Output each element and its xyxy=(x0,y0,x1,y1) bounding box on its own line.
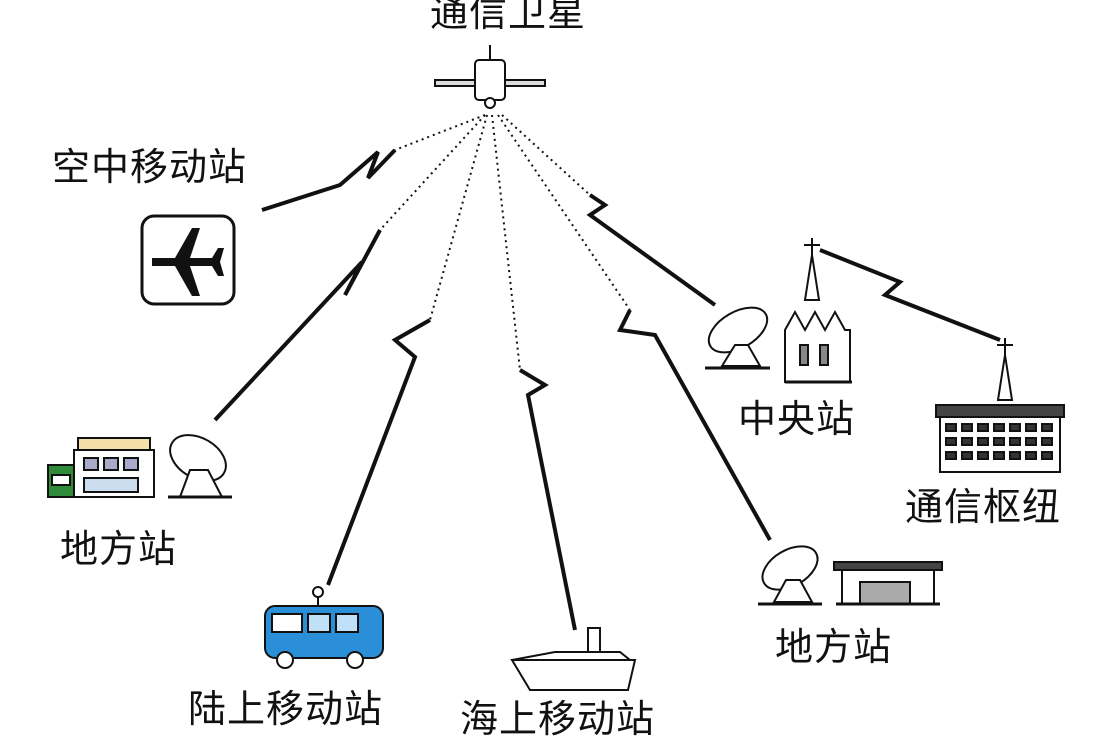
link-central xyxy=(501,114,717,307)
satellite-label: 通信卫星 xyxy=(430,0,587,35)
satellite-icon xyxy=(434,45,546,109)
land-mobile-label: 陆上移动站 xyxy=(188,687,384,731)
dish-antenna-icon xyxy=(168,434,232,499)
office-building-icon xyxy=(935,404,1065,473)
antenna-tower-icon xyxy=(996,338,1014,401)
house-icon xyxy=(47,437,155,498)
ship-icon xyxy=(510,627,637,691)
link-land xyxy=(326,114,488,586)
gas-station-icon xyxy=(833,561,943,606)
link-local-right xyxy=(497,114,772,541)
satellite-network-diagram xyxy=(47,45,1065,691)
comm-hub-label: 通信枢纽 xyxy=(905,485,1062,529)
link-local-left xyxy=(213,114,486,422)
bus-icon xyxy=(264,586,384,669)
airplane-icon xyxy=(140,214,236,306)
air-station-label: 空中移动站 xyxy=(52,145,248,189)
link-sea xyxy=(491,114,577,631)
local-station-left-label: 地方站 xyxy=(60,527,178,571)
sea-mobile-label: 海上移动站 xyxy=(460,697,656,741)
central-station-label: 中央站 xyxy=(738,397,856,441)
link-hub xyxy=(819,248,1001,342)
link-air xyxy=(261,114,486,212)
dish-antenna-icon xyxy=(705,306,770,370)
cathedral-icon xyxy=(784,309,852,384)
dish-antenna-icon xyxy=(758,545,822,606)
antenna-tower-icon xyxy=(803,238,821,301)
local-station-right-label: 地方站 xyxy=(775,625,893,669)
